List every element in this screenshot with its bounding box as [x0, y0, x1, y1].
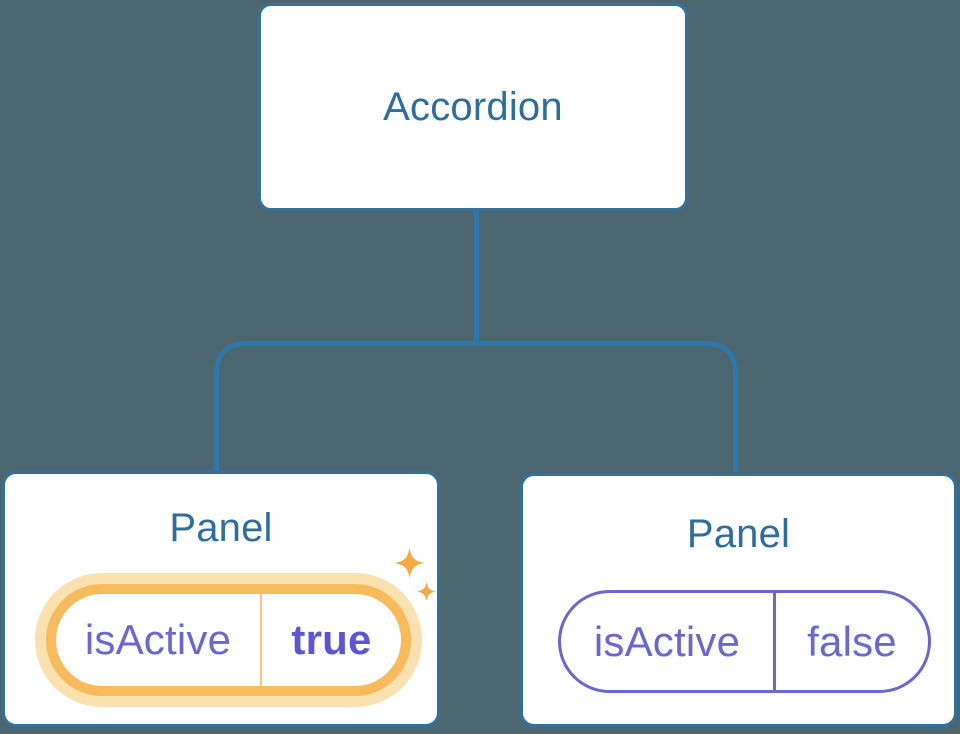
- state-value-label: false: [807, 617, 897, 665]
- panel-component-node-active: Panel isActive true: [2, 471, 440, 727]
- state-pill-highlighted: isActive true: [46, 584, 411, 696]
- sparkle-icon: [394, 548, 425, 578]
- pill-divider: [260, 594, 262, 686]
- state-pill: isActive false: [558, 590, 931, 693]
- state-name-label: isActive: [593, 617, 741, 665]
- sparkle-icon: [417, 582, 436, 601]
- accordion-node-label: Accordion: [383, 84, 563, 129]
- pill-divider: [773, 593, 776, 690]
- panel-node-label: Panel: [169, 506, 273, 550]
- branch-line: [214, 341, 738, 472]
- state-name-label: isActive: [84, 616, 232, 663]
- panel-node-label: Panel: [686, 512, 791, 556]
- state-value-label: true: [291, 616, 372, 663]
- accordion-component-node: Accordion: [258, 3, 688, 211]
- panel-component-node-inactive: Panel isActive false: [520, 473, 957, 727]
